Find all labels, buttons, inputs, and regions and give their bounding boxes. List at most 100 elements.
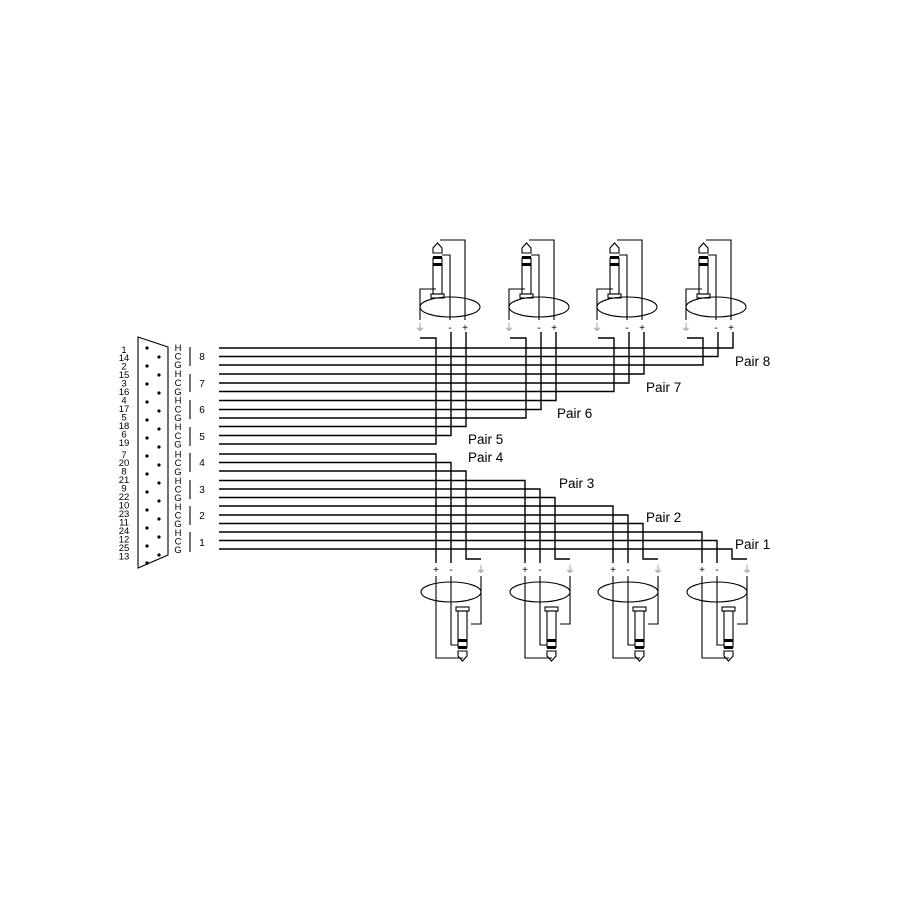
pin-label: 12 (119, 535, 130, 546)
wires-lower (219, 453, 747, 563)
pair-label-7: Pair 7 (646, 380, 681, 395)
pin-label: 13 (119, 552, 130, 563)
signal-letter: G (174, 360, 181, 371)
signal-letter: H (175, 396, 182, 407)
top-polarity-labels: ⏚ - + ⏚ - + ⏚ - + ⏚ - + (415, 322, 734, 334)
pin-label: 19 (119, 438, 130, 449)
minus-label: - (448, 323, 451, 334)
signal-letter: C (175, 458, 182, 469)
pin-label: 25 (119, 543, 130, 554)
minus-label: - (714, 323, 717, 334)
db25-connector (137, 336, 169, 569)
ground-icon: ⏚ (476, 564, 486, 576)
minus-label: - (538, 565, 541, 576)
pin-label: 18 (119, 421, 130, 432)
signal-letter: G (174, 493, 181, 504)
plus-label: + (639, 323, 645, 334)
plus-label: + (699, 565, 705, 576)
channel-number: 7 (199, 379, 205, 390)
pin-label: 23 (119, 509, 130, 520)
pair-label-5: Pair 5 (468, 432, 503, 447)
pin-label: 17 (119, 404, 130, 415)
top-jack-pair-7 (596, 239, 658, 321)
bottom-jack-pair-2 (597, 575, 659, 662)
pair-labels: Pair 8 Pair 7 Pair 6 Pair 5 Pair 4 Pair … (468, 354, 770, 552)
plus-label: + (433, 565, 439, 576)
pin-label: 2 (121, 362, 126, 373)
ground-icon: ⏚ (653, 564, 663, 576)
pair-label-2: Pair 2 (646, 510, 681, 525)
signal-letter: C (175, 485, 182, 496)
minus-label: - (715, 565, 718, 576)
pair-label-3: Pair 3 (559, 476, 594, 491)
top-jack-pair-8 (685, 239, 747, 321)
pair-label-4: Pair 4 (468, 450, 504, 465)
pin-label: 4 (121, 396, 126, 407)
signal-letter: H (175, 422, 182, 433)
signal-letter: H (175, 476, 182, 487)
minus-label: - (449, 565, 452, 576)
signal-letter: H (175, 502, 182, 513)
ground-icon: ⏚ (415, 322, 425, 334)
signal-letter: C (175, 405, 182, 416)
signal-letter: C (175, 511, 182, 522)
channel-number: 3 (199, 485, 205, 496)
bottom-jack-pair-3 (509, 575, 571, 662)
top-jack-pair-6 (508, 239, 570, 321)
pin-label: 14 (119, 353, 130, 364)
channel-number: 2 (199, 511, 205, 522)
channel-number: 6 (199, 405, 205, 416)
pin-label: 1 (121, 345, 126, 356)
pin-label: 24 (119, 526, 130, 537)
pin-label: 3 (121, 379, 126, 390)
bottom-polarity-labels: + - ⏚ + - ⏚ + - ⏚ + - ⏚ (433, 564, 752, 576)
bottom-jack-pair-4 (420, 575, 482, 662)
pin-label: 20 (119, 458, 130, 469)
top-jack-pair-5 (419, 239, 481, 321)
pin-label: 16 (119, 387, 130, 398)
signal-letter: C (175, 352, 182, 363)
signal-letter: G (174, 545, 181, 556)
minus-label: - (626, 565, 629, 576)
signal-letter: H (175, 528, 182, 539)
signal-letter: H (175, 369, 182, 380)
plus-label: + (610, 565, 616, 576)
signal-letter: H (175, 450, 182, 461)
channel-brackets: 8 7 6 5 4 3 2 1 (189, 347, 205, 552)
pair-label-6: Pair 6 (557, 406, 592, 421)
plus-label: + (462, 323, 468, 334)
channel-number: 1 (199, 538, 205, 549)
minus-label: - (537, 323, 540, 334)
bottom-jack-pair-1 (686, 575, 748, 662)
signal-letter-labels: H C G H C G H C G H C G H C G H C G H C … (174, 343, 181, 556)
signal-letter: G (174, 519, 181, 530)
pin-label: 5 (121, 413, 126, 424)
db25-pin-dots (145, 346, 161, 565)
pin-label: 15 (119, 370, 130, 381)
ground-icon: ⏚ (592, 322, 602, 334)
ground-icon: ⏚ (681, 322, 691, 334)
ground-icon: ⏚ (742, 564, 752, 576)
signal-letter: G (174, 413, 181, 424)
pin-label: 6 (121, 430, 126, 441)
plus-label: + (522, 565, 528, 576)
signal-letter: G (174, 440, 181, 451)
pin-label: 11 (119, 518, 129, 529)
minus-label: - (625, 323, 628, 334)
signal-letter: G (174, 467, 181, 478)
ground-icon: ⏚ (504, 322, 514, 334)
plus-label: + (551, 323, 557, 334)
plus-label: + (728, 323, 734, 334)
pin-number-labels: 1 14 2 15 3 16 4 17 5 18 6 19 7 20 8 21 … (119, 345, 130, 563)
signal-letter: G (174, 387, 181, 398)
channel-number: 5 (199, 432, 205, 443)
signal-letter: C (175, 378, 182, 389)
signal-letter: C (175, 537, 182, 548)
signal-letter: C (175, 431, 182, 442)
pin-label: 22 (119, 492, 130, 503)
pin-label: 10 (119, 501, 130, 512)
pin-label: 8 (121, 467, 126, 478)
pin-label: 9 (121, 484, 126, 495)
pin-label: 21 (119, 475, 130, 486)
